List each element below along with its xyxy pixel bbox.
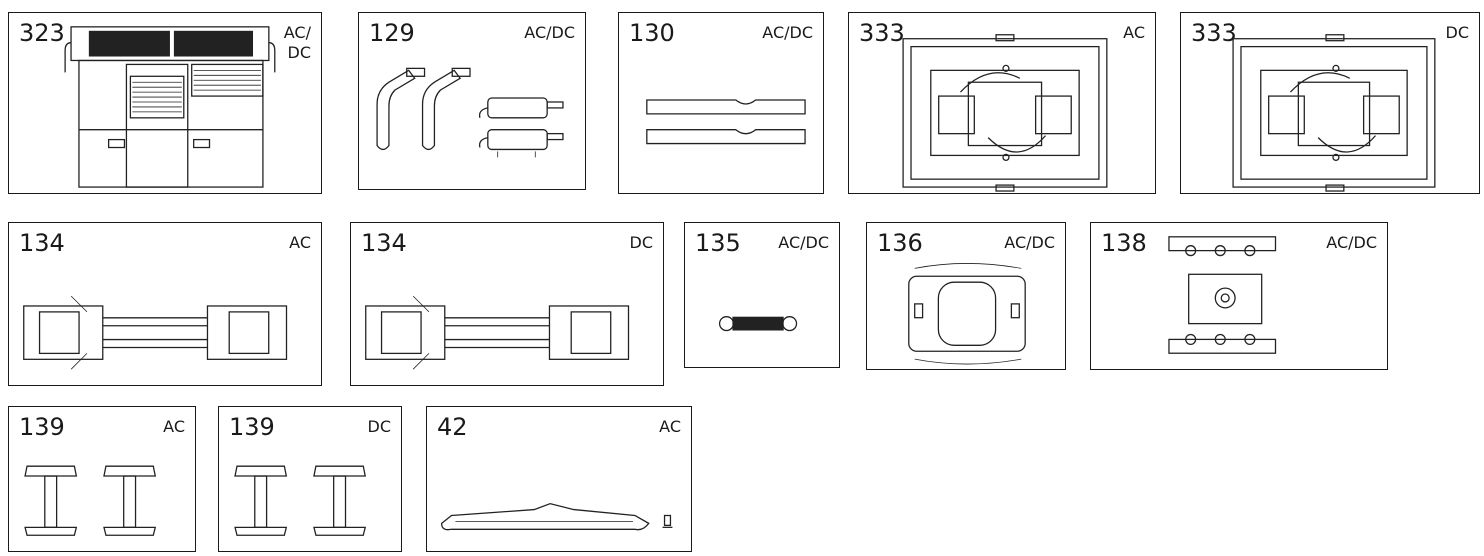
bogie-frame-drawing [1232,34,1436,192]
part-panel-333-ac: 333 AC [848,12,1156,194]
part-number: 333 [859,19,905,47]
part-panel-323: 323 AC/ DC [8,12,322,194]
part-number: 134 [361,229,407,257]
current-type-label: DC [1445,23,1470,42]
part-number: 139 [19,413,65,441]
current-type-label: AC/DC [1326,233,1377,252]
part-panel-42: 42 AC [426,406,692,552]
part-panel-135: 135 AC/DC [684,222,840,368]
current-type-label: DC [629,233,654,252]
current-type-label: AC [163,417,185,436]
wheelsets-drawing [234,465,367,536]
current-type-label: AC [289,233,311,252]
part-number: 135 [695,229,741,257]
bogie-parts-drawing [1168,236,1277,354]
part-number: 129 [369,19,415,47]
current-type-label: DC [367,417,392,436]
wheelsets-drawing [24,465,157,536]
part-panel-139-dc: 139 DC [218,406,402,552]
part-number: 130 [629,19,675,47]
part-panel-138: 138 AC/DC [1090,222,1388,370]
part-number: 134 [19,229,65,257]
part-panel-139-ac: 139 AC [8,406,196,552]
bogie-frame-drawing [902,34,1108,192]
part-panel-134-dc: 134 DC [350,222,664,386]
part-number: 323 [19,19,65,47]
part-panel-136: 136 AC/DC [866,222,1066,370]
contact-shoe-drawing [440,502,673,531]
current-type-label: AC/DC [762,23,813,42]
part-number: 333 [1191,19,1237,47]
part-number: 136 [877,229,923,257]
spring-drawing [718,316,798,332]
part-number: 42 [437,413,468,441]
current-type-label: AC [659,417,681,436]
current-type-label: AC/DC [778,233,829,252]
coupling-rods-drawing [23,295,288,370]
part-panel-130: 130 AC/DC [618,12,824,194]
loco-body-drawing [64,26,276,188]
current-type-label: AC/DC [1004,233,1055,252]
coupling-rods-drawing [365,295,630,370]
plate-parts-drawing [646,99,806,145]
part-panel-333-dc: 333 DC [1180,12,1480,194]
spring-frame-drawing [908,263,1026,365]
part-panel-129: 129 AC/DC [358,12,586,190]
current-type-label: AC/ DC [283,23,311,62]
current-type-label: AC/DC [524,23,575,42]
part-number: 138 [1101,229,1147,257]
part-panel-134-ac: 134 AC [8,222,322,386]
hose-parts-drawing [376,67,564,158]
part-number: 139 [229,413,275,441]
current-type-label: AC [1123,23,1145,42]
